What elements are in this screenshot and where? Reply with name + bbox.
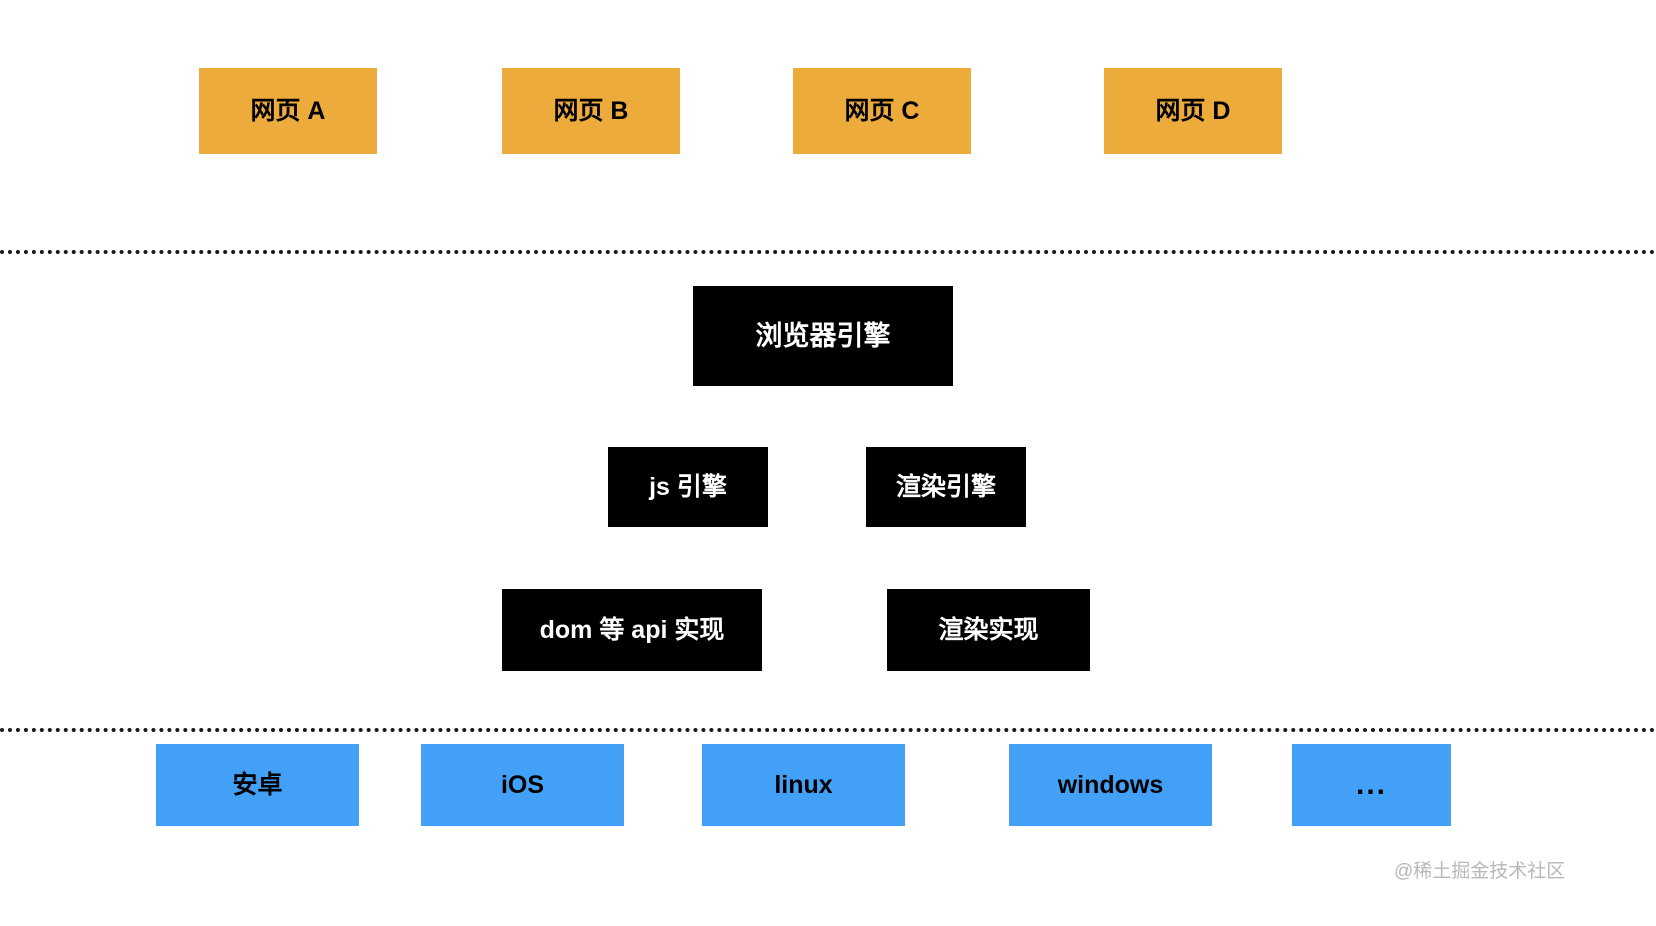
page-box-2-label: 网页 B <box>553 97 629 125</box>
page-box-1[interactable]: 网页 A <box>199 68 377 154</box>
engine-box-l2-1[interactable]: js 引擎 <box>608 447 768 527</box>
os-box-2[interactable]: iOS <box>421 744 624 826</box>
os-box-4-label: windows <box>1057 771 1164 799</box>
watermark: @稀土掘金技术社区 <box>1394 861 1566 882</box>
page-box-3-label: 网页 C <box>844 97 920 125</box>
os-box-4[interactable]: windows <box>1009 744 1212 826</box>
os-box-2-label: iOS <box>500 771 545 799</box>
engine-box-l3-1[interactable]: dom 等 api 实现 <box>502 589 762 671</box>
engine-box-l1-1-label: 浏览器引擎 <box>755 320 891 351</box>
os-box-1-label: 安卓 <box>232 771 283 799</box>
os-box-1[interactable]: 安卓 <box>156 744 359 826</box>
os-box-5[interactable]: ... <box>1292 744 1451 826</box>
os-box-3-label: linux <box>774 771 833 799</box>
page-box-4-label: 网页 D <box>1155 97 1231 125</box>
engine-box-l2-2-label: 渲染引擎 <box>895 473 996 501</box>
page-box-2[interactable]: 网页 B <box>502 68 680 154</box>
engine-box-l1-1[interactable]: 浏览器引擎 <box>693 286 953 386</box>
pages-engine-divider <box>0 250 1656 254</box>
engine-box-l3-2[interactable]: 渲染实现 <box>887 589 1090 671</box>
engine-box-l3-1-label: dom 等 api 实现 <box>539 616 725 644</box>
os-box-5-label: ... <box>1355 768 1387 801</box>
engine-box-l2-1-label: js 引擎 <box>649 473 727 501</box>
page-box-3[interactable]: 网页 C <box>793 68 971 154</box>
engine-box-l3-2-label: 渲染实现 <box>938 616 1039 644</box>
os-box-3[interactable]: linux <box>702 744 905 826</box>
engine-os-divider <box>0 728 1656 732</box>
page-box-4[interactable]: 网页 D <box>1104 68 1282 154</box>
engine-box-l2-2[interactable]: 渲染引擎 <box>866 447 1026 527</box>
page-box-1-label: 网页 A <box>250 97 326 125</box>
